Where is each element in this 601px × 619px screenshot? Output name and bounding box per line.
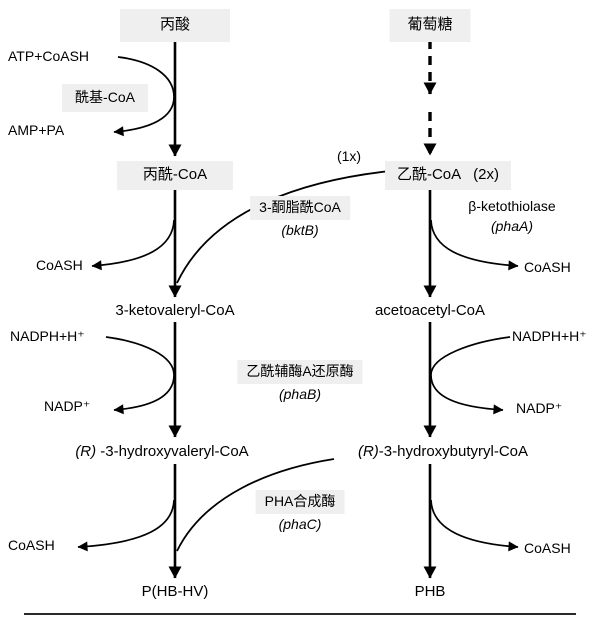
enzyme-phaa-gene: (phaA) (490, 217, 534, 234)
node-acetyl-coa-text: 乙酰-CoA (396, 166, 462, 183)
node-hydroxybutyryl-coa-text: -3-hydroxybutyryl-CoA (378, 443, 529, 460)
enzyme-bktb: 3-酮脂酰CoA (bktB) (250, 196, 350, 239)
enzyme-phab: 乙酰辅酶A还原酶 (phaB) (237, 360, 363, 403)
cofactor-nadp-left: NADP⁺ (44, 398, 91, 414)
enzyme-phac: PHA合成酶 (phaC) (255, 490, 345, 533)
enzyme-phab-name: 乙酰辅酶A还原酶 (237, 360, 363, 384)
cofactor-coash-left-bottom: CoASH (8, 537, 55, 553)
node-ketovaleryl-coa: 3-ketovaleryl-CoA (115, 302, 235, 319)
enzyme-phac-name: PHA合成酶 (255, 490, 345, 514)
label-acetyl-1x: (1x) (336, 148, 362, 164)
stereo-prefix-right: (R) (357, 443, 379, 460)
curve-coash-release-left-top (91, 219, 175, 271)
label-acetyl-2x: (2x) (473, 166, 500, 183)
cofactor-coash-right-top: CoASH (524, 259, 571, 275)
node-acetoacetyl-coa: acetoacetyl-CoA (374, 302, 486, 319)
enzyme-acyl-coa-synthetase: 酰基-CoA (62, 84, 148, 112)
enzyme-phaa: β-ketothiolase (phaA) (468, 198, 555, 235)
node-hydroxyvaleryl-coa: (R) -3-hydroxyvaleryl-CoA (75, 443, 248, 462)
cofactor-coash-right-bottom: CoASH (524, 540, 571, 556)
node-phb-hv: P(HB-HV) (141, 583, 209, 600)
curve-hydroxybutyryl-merge-into-left-pathway (176, 458, 335, 552)
cofactor-nadph-left: NADPH+H⁺ (10, 328, 85, 344)
enzyme-phab-gene: (phaB) (278, 385, 322, 402)
caption-divider (24, 613, 576, 615)
node-propionate: 丙酸 (119, 9, 231, 42)
cofactor-nadph-right: NADPH+H⁺ (512, 328, 587, 344)
node-hydroxybutyryl-coa: (R)-3-hydroxybutyryl-CoA (358, 443, 528, 462)
cofactor-amp-pa: AMP+PA (8, 122, 65, 138)
curve-coash-release-right-bottom (430, 499, 519, 552)
node-phb: PHB (414, 583, 446, 600)
stereo-prefix-left: (R) (75, 443, 97, 460)
enzyme-phac-gene: (phaC) (278, 515, 322, 532)
node-acetyl-coa: 乙酰-CoA (2x) (384, 161, 512, 190)
node-hydroxyvaleryl-coa-text: -3-hydroxyvaleryl-CoA (96, 443, 249, 460)
node-propionyl-coa: 丙酰-CoA (116, 161, 234, 190)
curve-coash-release-left-bottom (77, 499, 175, 552)
enzyme-bktb-gene: (bktB) (281, 221, 319, 238)
cofactor-nadp-right: NADP⁺ (516, 400, 563, 416)
curve-nadph-to-nadp-right (430, 336, 511, 415)
cofactor-atp-coash: ATP+CoASH (8, 48, 90, 64)
curve-atp-coash-to-amp-pa (113, 56, 175, 137)
enzyme-bktb-name: 3-酮脂酰CoA (250, 196, 350, 220)
node-glucose: 葡萄糖 (389, 9, 471, 42)
curve-nadph-to-nadp-left (105, 336, 175, 415)
enzyme-phaa-name: β-ketothiolase (468, 198, 556, 214)
cofactor-coash-left-top: CoASH (36, 257, 83, 273)
curve-coash-release-right-top (430, 219, 519, 271)
